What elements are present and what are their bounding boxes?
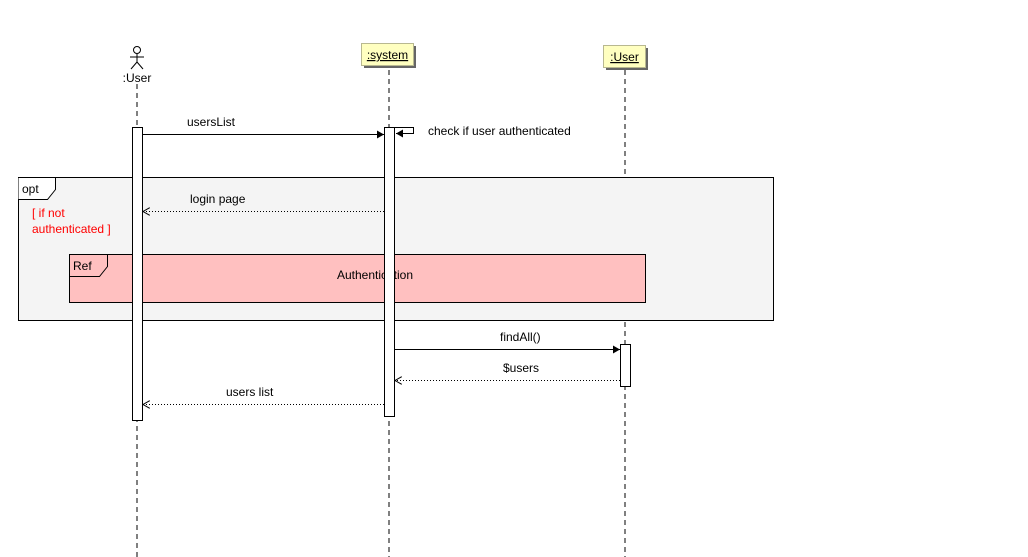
message-label: usersList [187,115,236,129]
message-users-return: $users [395,361,620,381]
message-label: check if user authenticated [428,124,571,138]
message-userslist: usersList [142,115,384,139]
ref-authentication: Ref Authentication [69,254,646,303]
message-login-page: login page [143,192,384,212]
ref-tag: Ref [73,259,92,273]
message-label: $users [503,361,539,375]
fragment-guard-line-2: authenticated ] [32,222,111,236]
participant-label: :User [123,71,152,85]
activation-system [384,127,395,417]
participant-user-actor: :User [123,46,152,85]
participant-system: :system [361,43,416,68]
stick-figure-icon [130,46,144,70]
message-check-authenticated: check if user authenticated [394,124,571,138]
message-label: findAll() [500,330,541,344]
participant-user-object: :User [603,45,648,70]
participant-label: :system [367,48,408,62]
participant-label: :User [610,50,639,64]
ref-label: Authentication [337,268,413,282]
message-label: users list [226,385,274,399]
message-findall: findAll() [394,330,620,354]
activation-user-actor [132,127,143,421]
activation-user-object [620,344,631,387]
message-label: login page [190,192,246,206]
fragment-operator: opt [22,182,39,196]
fragment-guard-line-1: [ if not [32,206,65,220]
message-users-list: users list [143,385,384,405]
